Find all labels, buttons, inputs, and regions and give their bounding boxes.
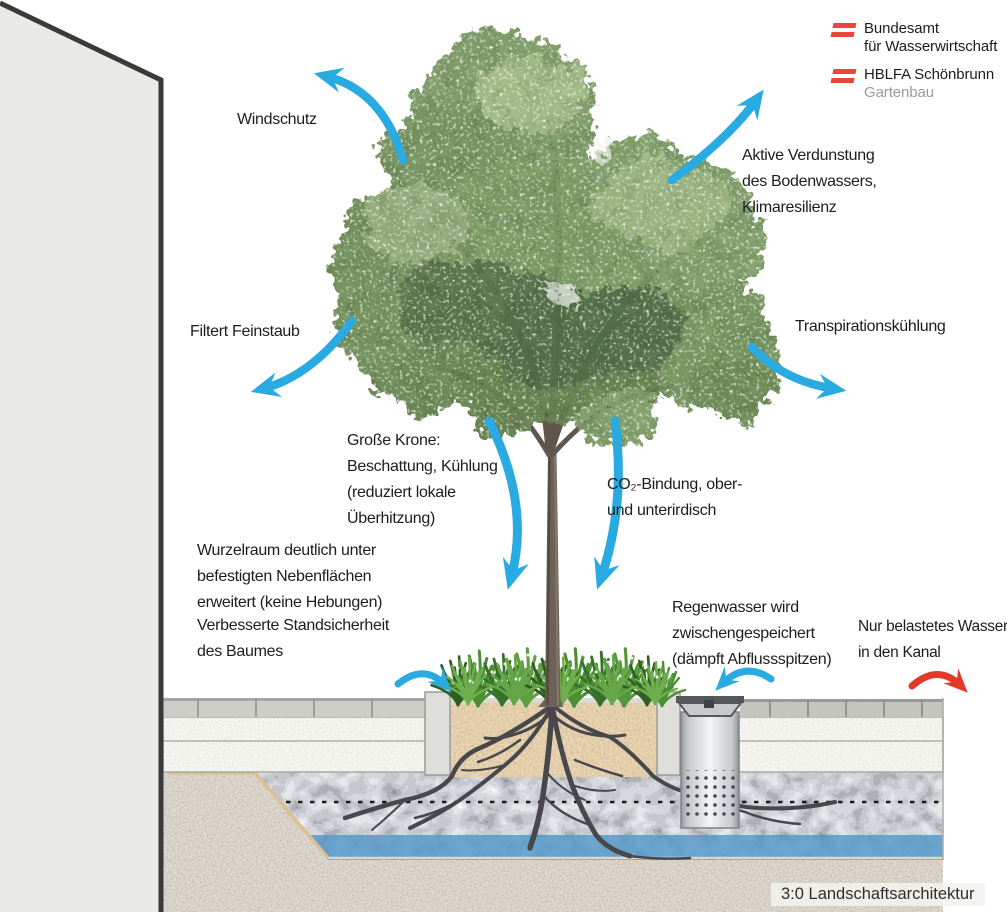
trunk-shade	[546, 454, 551, 706]
label-transpirationskuehlung: Transpirationskühlung	[795, 318, 946, 335]
shaft-funnel	[676, 702, 744, 717]
shaft-perforations	[686, 770, 735, 818]
water-layer	[307, 835, 943, 860]
arrow-co2	[594, 416, 623, 590]
wall	[0, 0, 164, 912]
label-line: in den Kanal	[858, 644, 941, 661]
arrows	[250, 67, 968, 693]
logo-text-line: für Wasserwirtschaft	[864, 38, 998, 55]
label-line: Wurzelraum deutlich unter	[197, 542, 376, 559]
grass-planting	[430, 647, 687, 708]
logo-text-line: Gartenbau	[864, 84, 934, 101]
label-line: Verbesserte Standsicherheit	[197, 617, 390, 634]
label-line: erweitert (keine Hebungen)	[197, 594, 383, 611]
wall-edge	[0, 0, 164, 912]
label-line: Regenwasser wird	[672, 599, 799, 616]
label-grosse-krone: Große Krone: Beschattung, Kühlung (reduz…	[347, 428, 498, 532]
arrow-krone	[484, 416, 529, 590]
label-wurzelraum: Wurzelraum deutlich unter befestigten Ne…	[197, 538, 383, 616]
austria-flag-icon	[830, 23, 857, 37]
label-line: und unterirdisch	[607, 502, 717, 519]
arrow-into-pit	[394, 667, 452, 692]
label-line: Große Krone:	[347, 432, 441, 449]
curb-left	[424, 691, 451, 776]
label-line: CO₂-Bindung, ober-	[607, 476, 743, 493]
arrow-to-canal	[908, 668, 968, 693]
label-co2-bindung: CO₂-Bindung, ober- und unterirdisch	[607, 472, 742, 524]
label-regenwasser: Regenwasser wird zwischengespeichert (dä…	[672, 595, 832, 673]
label-aktive-verdunstung: Aktive Verdunstung des Bodenwassers, Kli…	[742, 143, 877, 221]
wall-face	[0, 3, 161, 912]
label-standsicherheit: Verbesserte Standsicherheit des Baumes	[197, 613, 389, 665]
label-line: (reduziert lokale	[347, 484, 456, 501]
label-kanal: Nur belastetes Wasser in den Kanal	[858, 614, 1007, 666]
austria-flag-icon	[830, 69, 857, 83]
shaft-rim	[676, 696, 744, 703]
arrow-into-shaft	[715, 666, 775, 691]
pavement-left	[163, 698, 425, 717]
label-line: Beschattung, Kühlung	[347, 458, 498, 475]
root-system	[342, 704, 837, 860]
label-line: Überhitzung)	[347, 510, 436, 527]
logo-hblfa: HBLFA Schönbrunn Gartenbau	[830, 66, 995, 102]
logo-text-line: HBLFA Schönbrunn	[864, 66, 995, 83]
trunk-light	[554, 454, 559, 706]
shaft-inlet	[704, 700, 714, 708]
arrow-feinstaub	[250, 316, 357, 397]
arrow-transpiration	[747, 342, 847, 399]
credit-badge: 3:0 Landschaftsarchitektur	[771, 883, 985, 906]
logo-bundesamt: Bundesamt für Wasserwirtschaft	[830, 20, 998, 56]
label-line: des Bodenwassers,	[742, 173, 877, 190]
label-line: Klimaresilienz	[742, 199, 837, 216]
label-line: (dämpft Abflussspitzen)	[672, 651, 832, 668]
grass-flowers	[456, 653, 659, 683]
arrow-windschutz	[313, 67, 408, 165]
label-line: Nur belastetes Wasser	[858, 618, 1007, 635]
label-line: des Baumes	[197, 643, 283, 660]
tree	[332, 38, 777, 707]
logo-text-line: Bundesamt	[864, 20, 939, 37]
label-line: zwischengespeichert	[672, 625, 815, 642]
label-windschutz: Windschutz	[237, 111, 317, 128]
label-line: Aktive Verdunstung	[742, 147, 875, 164]
tree-crown	[332, 38, 777, 445]
pavement-right	[740, 699, 943, 717]
drainage-shaft	[676, 696, 744, 829]
excavation-liner	[168, 771, 330, 860]
label-filtert-feinstaub: Filtert Feinstaub	[190, 323, 300, 340]
label-line: befestigten Nebenflächen	[197, 568, 372, 585]
arrow-verdunstung	[667, 89, 764, 185]
